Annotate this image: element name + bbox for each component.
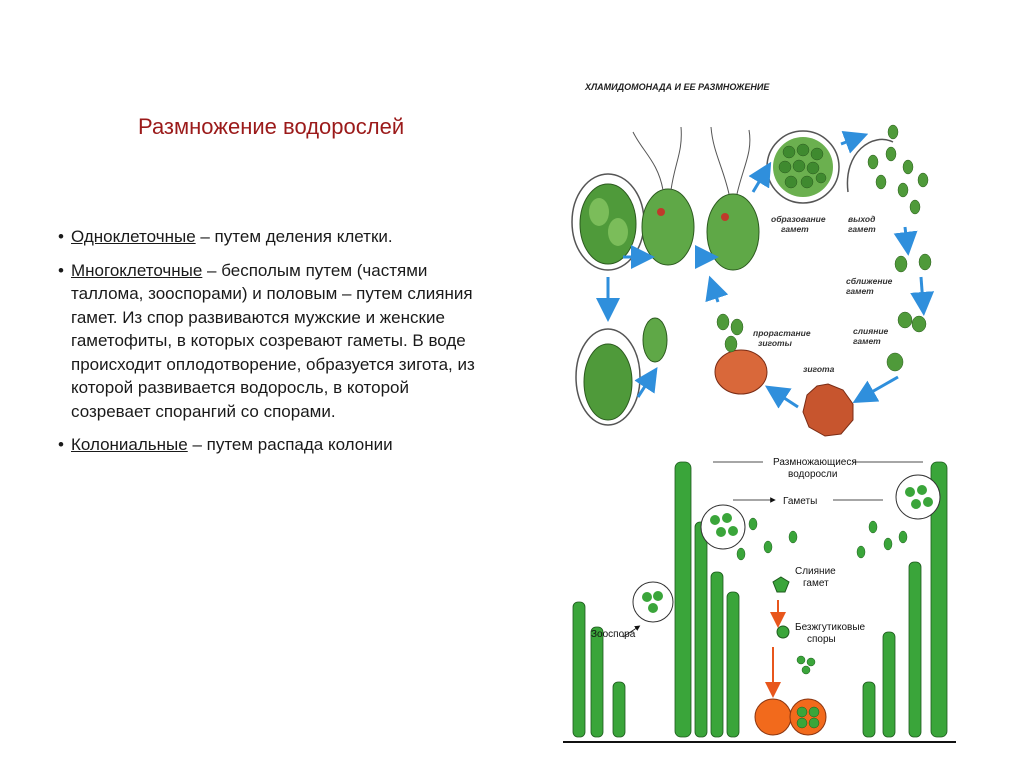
zygote-icon: [773, 577, 789, 638]
bullet-colonial: • Колониальные – путем распада колонии: [58, 433, 488, 457]
daughter-cells-icon: [576, 318, 667, 425]
flagellate-cell-icon: [707, 127, 759, 270]
term-colonial: Колониальные: [71, 435, 188, 454]
bullet-unicellular: • Одноклеточные – путем деления клетки.: [58, 225, 488, 249]
text-unicellular: – путем деления клетки.: [196, 227, 393, 246]
text-multicellular: – бесполым путем (частями таллома, зоосп…: [71, 261, 475, 421]
gamete-formation-icon: [767, 131, 839, 203]
text-colonial: – путем распада колонии: [188, 435, 393, 454]
gamete-approach-icon: [895, 254, 931, 272]
svg-text:Размножающиеся: Размножающиеся: [773, 457, 857, 468]
term-multicellular: Многоклеточные: [71, 261, 202, 280]
svg-text:сближение: сближение: [846, 276, 893, 286]
svg-text:Гаметы: Гаметы: [783, 496, 817, 507]
spores-icon: [797, 656, 815, 674]
svg-text:зиготы: зиготы: [758, 338, 793, 348]
chlamydomonas-diagram: ХЛАМИДОМОНАДА И ЕЕ РАЗМНОЖЕНИЕ образован…: [563, 72, 946, 444]
slide-title: Размножение водорослей: [138, 114, 404, 140]
svg-text:споры: споры: [807, 634, 836, 645]
svg-text:гамет: гамет: [853, 336, 881, 346]
bullet-multicellular: • Многоклеточные – бесполым путем (частя…: [58, 259, 488, 424]
svg-text:выход: выход: [848, 214, 875, 224]
svg-text:гамет: гамет: [803, 578, 829, 589]
svg-text:зигота: зигота: [803, 364, 835, 374]
term-unicellular: Одноклеточные: [71, 227, 196, 246]
svg-text:гамет: гамет: [848, 224, 876, 234]
svg-text:Безжгутиковые: Безжгутиковые: [795, 622, 866, 633]
germinating-zygote-icon: [715, 314, 767, 394]
svg-text:водоросли: водоросли: [788, 469, 837, 480]
gamete-fusion-icon: [887, 312, 926, 371]
sporangium-icon: [755, 699, 826, 735]
svg-text:Слияние: Слияние: [795, 566, 836, 577]
filamentous-algae-diagram: Размножающиеся водоросли Гаметы Слияние …: [563, 452, 956, 748]
flagellate-cell-icon: [633, 127, 694, 265]
zygote-icon: [803, 384, 853, 436]
svg-text:образование: образование: [771, 214, 826, 224]
svg-text:слияние: слияние: [853, 326, 889, 336]
figure1-caption: ХЛАМИДОМОНАДА И ЕЕ РАЗМНОЖЕНИЕ: [584, 82, 770, 92]
svg-text:гамет: гамет: [846, 286, 874, 296]
gametes-icon: [737, 518, 907, 560]
bullet-list: • Одноклеточные – путем деления клетки. …: [58, 225, 488, 467]
svg-text:гамет: гамет: [781, 224, 809, 234]
svg-text:Зооспора: Зооспора: [591, 629, 636, 640]
svg-text:прорастание: прорастание: [753, 328, 811, 338]
gamete-exit-icon: [847, 125, 928, 214]
